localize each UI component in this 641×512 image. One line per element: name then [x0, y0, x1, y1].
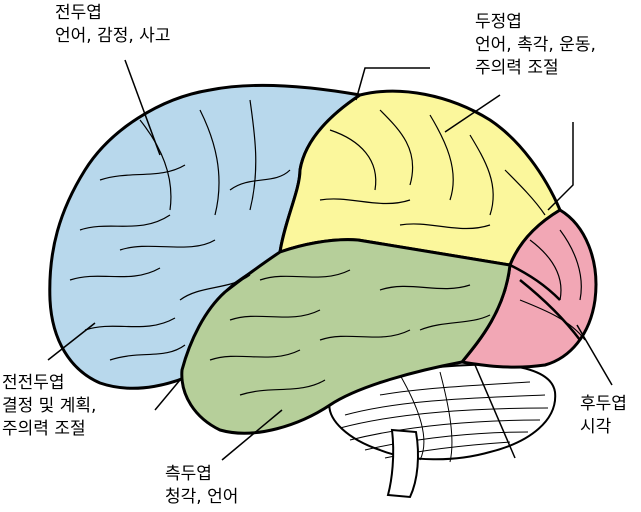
prefrontal-label: 전전두엽 결정 및 계획, 주의력 조절 — [2, 372, 96, 441]
frontal-lobe-name: 전두엽 — [55, 3, 102, 23]
prefrontal-leader — [47, 322, 96, 361]
parietal-lobe-name: 두정엽 — [475, 12, 522, 32]
occipital-lobe-label: 후두엽 시각 — [580, 393, 627, 439]
frontal-lobe-function: 언어, 감정, 사고 — [55, 26, 171, 46]
parietal-leader — [444, 94, 501, 133]
temporal-lobe-label: 측두엽 청각, 언어 — [165, 463, 238, 509]
temporal-lobe-name: 측두엽 — [165, 464, 212, 484]
lobe-boundary-dotted — [357, 239, 511, 266]
parietal-lobe-function-2: 주의력 조절 — [475, 58, 559, 78]
parietal-top-leader — [355, 67, 430, 101]
prefrontal-lower-leader — [154, 379, 181, 411]
frontal-lobe-label: 전두엽 언어, 감정, 사고 — [55, 2, 170, 48]
gyri-lines — [69, 99, 586, 396]
occipital-top-leader — [547, 122, 574, 211]
temporal-leader — [221, 409, 283, 461]
cerebellum-leader — [474, 364, 516, 459]
occipital-leader — [576, 324, 613, 386]
leader-lines — [47, 59, 613, 461]
frontal-leader — [124, 59, 161, 156]
parietal-lobe-function-1: 언어, 촉각, 운동, — [475, 35, 596, 55]
brainstem — [386, 428, 419, 499]
major-sulci — [509, 263, 581, 341]
prefrontal-name: 전전두엽 — [2, 373, 65, 393]
parietal-lobe-label: 두정엽 언어, 촉각, 운동, 주의력 조절 — [475, 11, 596, 80]
occipital-lobe-function: 시각 — [580, 417, 612, 437]
temporal-lobe-function: 청각, 언어 — [165, 487, 239, 507]
cerebellum — [328, 363, 557, 463]
prefrontal-function-2: 주의력 조절 — [2, 419, 86, 439]
prefrontal-function-1: 결정 및 계획, — [2, 396, 97, 416]
occipital-lobe-name: 후두엽 — [580, 394, 627, 414]
